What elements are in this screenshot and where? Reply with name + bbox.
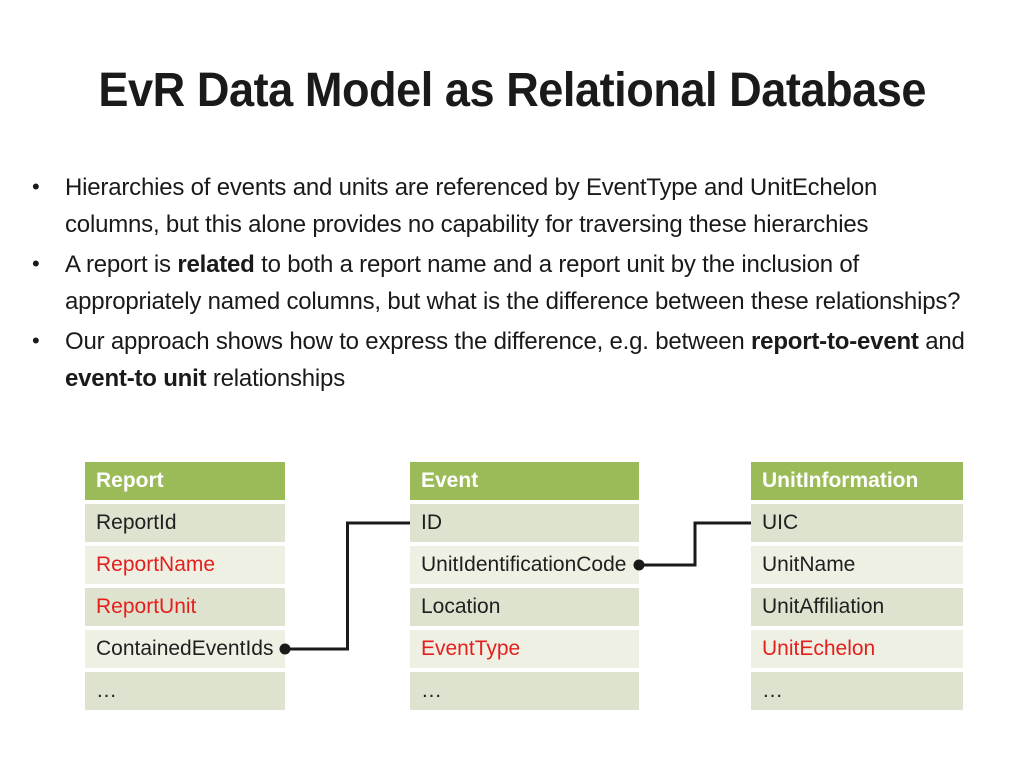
table-header-event: Event <box>410 462 639 500</box>
page-title: EvR Data Model as Relational Database <box>0 62 1024 120</box>
table-row-reportname: ReportName <box>85 546 285 584</box>
connector-report-containedeventids-to-event-id <box>285 521 410 651</box>
table-header-unitinformation: UnitInformation <box>751 462 963 500</box>
table-row-containedeventids: ContainedEventIds <box>85 630 285 668</box>
table-row-id: ID <box>410 504 639 542</box>
table-row-unitaffiliation: UnitAffiliation <box>751 588 963 626</box>
table-row-uic: UIC <box>751 504 963 542</box>
bullet-item: • Hierarchies of events and units are ref… <box>30 169 965 243</box>
table-row-eventtype: EventType <box>410 630 639 668</box>
bullet-text: Our approach shows how to express the di… <box>65 328 965 392</box>
bullet-item: • A report is related to both a report na… <box>30 246 965 320</box>
bullet-text: Hierarchies of events and units are refe… <box>65 174 878 238</box>
bullet-marker: • <box>32 174 40 199</box>
table-header-report: Report <box>85 462 285 500</box>
table-row-ellipsis: … <box>410 672 639 710</box>
table-row-reportid: ReportId <box>85 504 285 542</box>
bullet-list: • Hierarchies of events and units are ref… <box>30 169 965 400</box>
connector-event-unitidentificationcode-to-unitinformation-uic <box>639 521 751 567</box>
table-row-unitechelon: UnitEchelon <box>751 630 963 668</box>
table-row-ellipsis: … <box>751 672 963 710</box>
table-row-unitidentificationcode: UnitIdentificationCode <box>410 546 639 584</box>
bullet-item: • Our approach shows how to express the d… <box>30 323 965 397</box>
table-row-location: Location <box>410 588 639 626</box>
bullet-marker: • <box>32 251 40 276</box>
bullet-marker: • <box>32 328 40 353</box>
page-title-text: EvR Data Model as Relational Database <box>98 64 926 117</box>
table-row-unitname: UnitName <box>751 546 963 584</box>
bullet-text: A report is related to both a report nam… <box>65 251 961 315</box>
table-row-reportunit: ReportUnit <box>85 588 285 626</box>
table-row-ellipsis: … <box>85 672 285 710</box>
